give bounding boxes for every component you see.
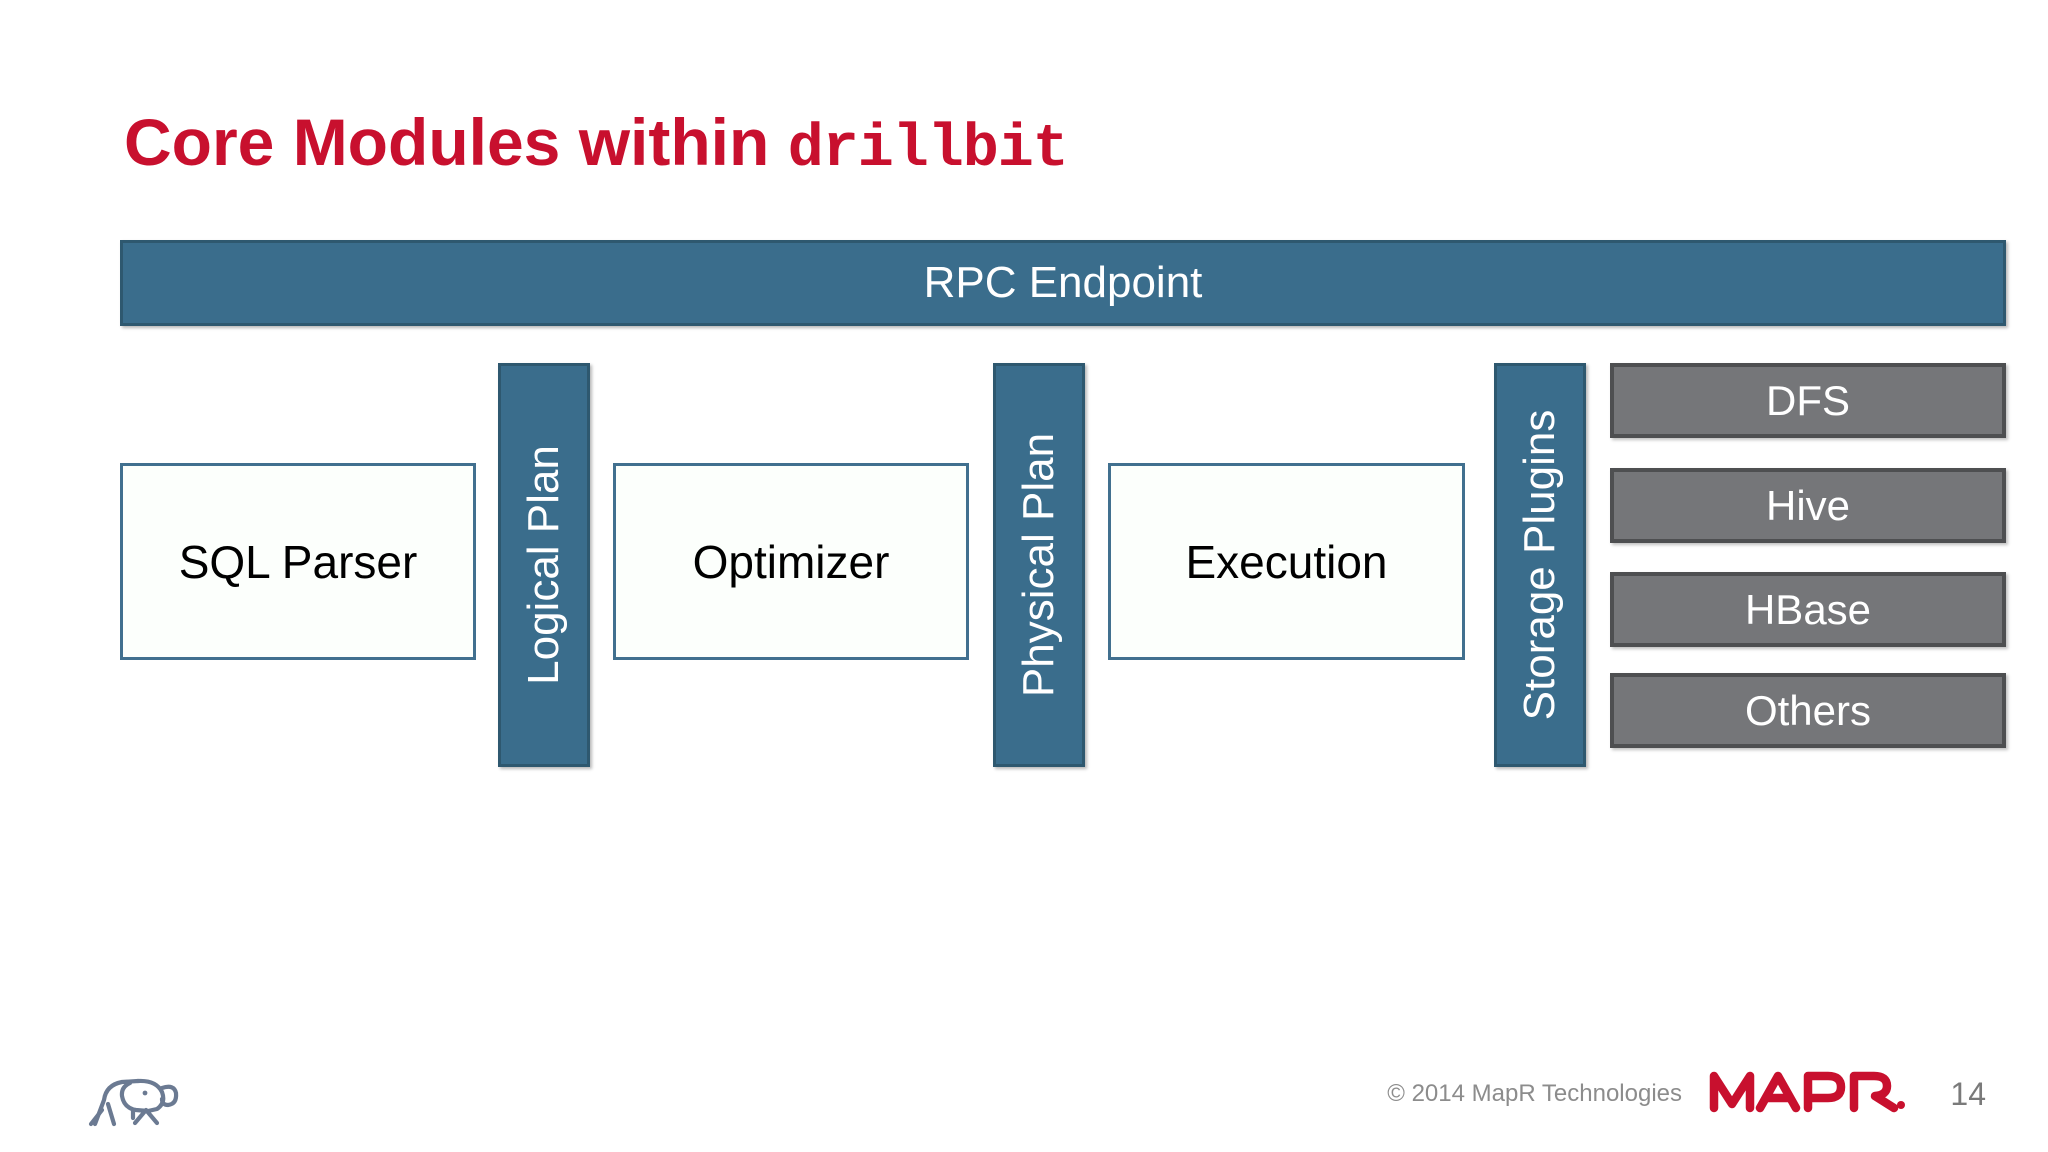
module-label-optimizer: Optimizer [692,535,890,588]
rpc-endpoint-bar: RPC Endpoint [120,240,2006,326]
connector-bar-physical-plan: Physical Plan [993,363,1085,767]
storage-plugin-box-dfs: DFS [1610,363,2006,438]
connector-bar-storage-plugins: Storage Plugins [1494,363,1586,767]
page-title-monospace: drillbit [787,116,1069,185]
storage-plugin-box-hive: Hive [1610,468,2006,543]
storage-plugin-box-hbase: HBase [1610,572,2006,647]
module-box-execution: Execution [1108,463,1465,660]
connector-bar-logical-plan: Logical Plan [498,363,590,767]
hadoop-elephant-icon [88,1078,179,1127]
storage-plugin-label-others: Others [1744,686,1872,734]
copyright-text: © 2014 MapR Technologies [1387,1080,1682,1107]
module-label-sql-parser: SQL Parser [178,535,418,588]
storage-plugin-label-hbase: HBase [1744,585,1872,633]
mapr-logo [1709,1071,1905,1113]
page-title: Core Modules within drillbit [124,105,1069,185]
connector-label-physical-plan: Physical Plan [1014,432,1063,698]
module-box-sql-parser: SQL Parser [120,463,476,660]
page-title-plain: Core Modules within [124,105,788,180]
module-label-execution: Execution [1185,535,1388,588]
rpc-endpoint-label: RPC Endpoint [923,258,1203,307]
connector-label-storage-plugins: Storage Plugins [1515,409,1564,721]
storage-plugin-label-hive: Hive [1765,481,1851,529]
storage-plugin-box-others: Others [1610,673,2006,748]
page-number: 14 [1950,1076,1986,1112]
slide-footer: © 2014 MapR Technologies 14 [0,1042,2048,1152]
storage-plugin-label-dfs: DFS [1766,376,1850,424]
connector-label-logical-plan: Logical Plan [519,445,568,685]
module-box-optimizer: Optimizer [613,463,969,660]
